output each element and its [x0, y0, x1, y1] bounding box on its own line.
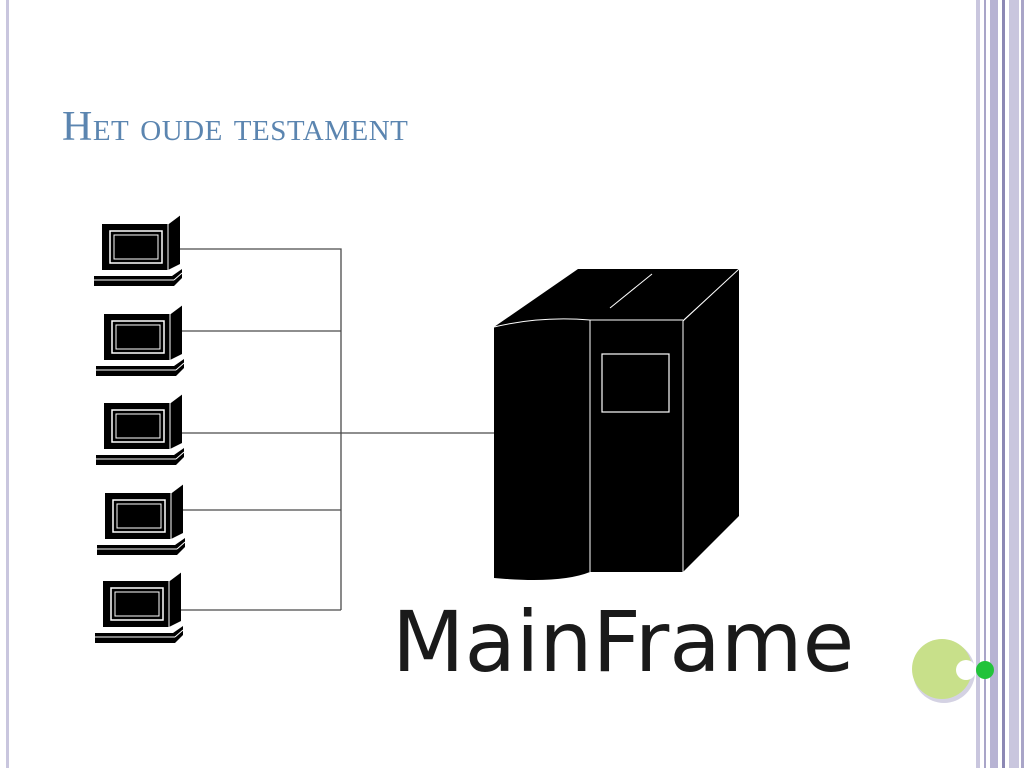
terminal-2: [95, 304, 185, 377]
right-border-stripes: [976, 0, 1024, 768]
mainframe-server-icon: [493, 268, 740, 580]
computer-terminal-icon: [93, 214, 183, 287]
terminal-4: [96, 483, 186, 556]
connection-lines: [168, 248, 494, 611]
mainframe-label: MainFrame: [392, 593, 855, 691]
computer-terminal-icon: [95, 304, 185, 377]
terminal-3: [95, 393, 185, 466]
terminal-5: [94, 571, 184, 644]
computer-terminal-icon: [94, 571, 184, 644]
computer-terminal-icon: [95, 393, 185, 466]
left-border-line: [6, 0, 9, 768]
terminal-1: [93, 214, 183, 287]
slide-title: Het oude testament: [62, 104, 409, 150]
green-circle-logo-icon: [912, 639, 994, 703]
computer-terminal-icon: [96, 483, 186, 556]
connector-line-1: [168, 248, 342, 610]
